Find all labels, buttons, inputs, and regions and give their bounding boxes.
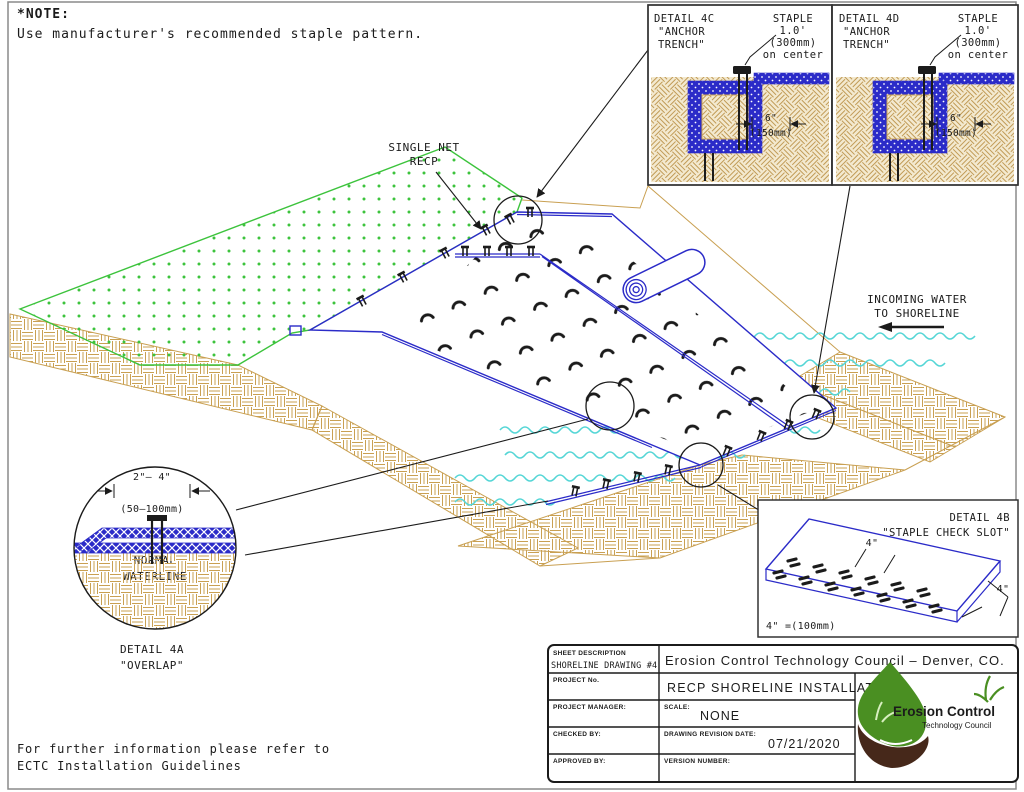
svg-text:(300mm): (300mm) xyxy=(769,37,816,49)
detail-4b-title: DETAIL 4B xyxy=(950,512,1011,524)
overlap-dim: 2"– 4" xyxy=(133,472,171,483)
note-title: *NOTE: xyxy=(17,7,70,22)
footer-line-1: For further information please refer to xyxy=(17,742,330,756)
incoming-water-label-1: INCOMING WATER xyxy=(867,293,967,306)
drawing-title: RECP SHORELINE INSTALLATION xyxy=(667,681,900,695)
recp-roll xyxy=(622,248,706,304)
logo-leaf-icon xyxy=(857,662,927,747)
project-no-label: PROJECT No. xyxy=(553,677,599,684)
detail-4d-title: DETAIL 4D xyxy=(839,13,900,25)
note-body: Use manufacturer's recommended staple pa… xyxy=(17,27,423,42)
svg-text:on center: on center xyxy=(763,49,824,61)
svg-text:STAPLE: STAPLE xyxy=(958,13,998,25)
callout-check-slot xyxy=(678,442,724,488)
leader-lines xyxy=(235,49,851,556)
detail-4b-subtitle: "STAPLE CHECK SLOT" xyxy=(882,527,1010,539)
svg-text:1.0': 1.0' xyxy=(780,25,807,37)
title-block: SHEET DESCRIPTION SHORELINE DRAWING #4 E… xyxy=(547,644,1019,783)
scale-value: NONE xyxy=(700,709,740,723)
slot-eq-dim: 4" =(100mm) xyxy=(766,621,836,632)
project-manager-label: PROJECT MANAGER: xyxy=(553,704,626,711)
version-label: VERSION NUMBER: xyxy=(664,758,730,765)
detail-4c-text: DETAIL 4C "ANCHOR TRENCH" STAPLE 1.0' (3… xyxy=(654,13,823,61)
svg-text:TRENCH": TRENCH" xyxy=(658,39,705,51)
incoming-water-label-2: TO SHORELINE xyxy=(874,307,959,320)
callout-toe-trench xyxy=(789,394,835,440)
slot-side-dim: 4" xyxy=(997,584,1010,595)
revision-date-label: DRAWING REVISION DATE: xyxy=(664,731,756,738)
sheet-desc-value: SHORELINE DRAWING #4 xyxy=(551,661,657,671)
footer-line-2: ECTC Installation Guidelines xyxy=(17,759,242,773)
detail-4a-caption-2: "OVERLAP" xyxy=(120,659,184,672)
svg-text:"ANCHOR: "ANCHOR xyxy=(843,26,890,38)
svg-text:TRENCH": TRENCH" xyxy=(843,39,890,51)
callout-anchor-trench xyxy=(493,195,543,245)
logo-name: Erosion Control xyxy=(893,704,995,719)
svg-text:STAPLE: STAPLE xyxy=(773,13,813,25)
detail-4b: DETAIL 4B "STAPLE CHECK SLOT" 4" 4" 4" =… xyxy=(757,499,1019,638)
logo-grass-sprig-icon xyxy=(973,675,1005,703)
logo-tagline: Technology Council xyxy=(922,721,992,730)
scale-label: SCALE: xyxy=(664,704,690,711)
sheet-border xyxy=(7,1,1017,790)
check-slot-line xyxy=(539,253,791,430)
staple-field xyxy=(400,226,815,453)
main-isometric-drawing: SINGLE NET RECP INCOMING WATER TO SHOREL… xyxy=(9,49,1007,583)
svg-text:on center: on center xyxy=(948,49,1009,61)
recp-mat xyxy=(289,206,838,506)
svg-text:(300mm): (300mm) xyxy=(954,37,1001,49)
detail-4d-text: DETAIL 4D "ANCHOR TRENCH" STAPLE 1.0' (3… xyxy=(839,13,1008,61)
approved-by-label: APPROVED BY: xyxy=(553,758,606,765)
checked-by-label: CHECKED BY: xyxy=(553,731,601,738)
callout-circles xyxy=(493,195,835,488)
staple-icon xyxy=(147,515,167,521)
bank-crest-line xyxy=(521,185,841,353)
blanket-edge-hook xyxy=(289,325,302,336)
footer-note: For further information please refer to … xyxy=(17,742,330,773)
overlap-dim-mm: (50–100mm) xyxy=(120,504,183,515)
detail-4a-caption-1: DETAIL 4A xyxy=(120,643,184,656)
single-net-label-1: SINGLE NET xyxy=(388,141,459,154)
logo-soil-hand-icon xyxy=(857,724,929,768)
detail-4c-4d-boxes: DETAIL 4C "ANCHOR TRENCH" STAPLE 1.0' (3… xyxy=(647,4,1019,186)
toe-trench-line xyxy=(544,464,702,506)
single-net-label-2: RECP xyxy=(410,155,439,168)
svg-text:1.0': 1.0' xyxy=(965,25,992,37)
company-name: Erosion Control Technology Council – Den… xyxy=(665,653,1005,668)
detail-4c-title: DETAIL 4C xyxy=(654,13,715,25)
revision-date-value: 07/21/2020 xyxy=(768,737,841,751)
callout-overlap xyxy=(585,381,635,431)
svg-text:"ANCHOR: "ANCHOR xyxy=(658,26,705,38)
detail-4a: 2"– 4" (50–100mm) DETAIL 4A "OVERLAP" xyxy=(73,466,237,672)
slot-row-dim: 4" xyxy=(866,538,879,549)
flow-arrow-icon xyxy=(878,322,944,332)
sheet-desc-label: SHEET DESCRIPTION xyxy=(553,650,626,657)
ectc-logo: Erosion Control Technology Council xyxy=(857,662,1005,768)
note-block: *NOTE: Use manufacturer's recommended st… xyxy=(17,7,423,42)
